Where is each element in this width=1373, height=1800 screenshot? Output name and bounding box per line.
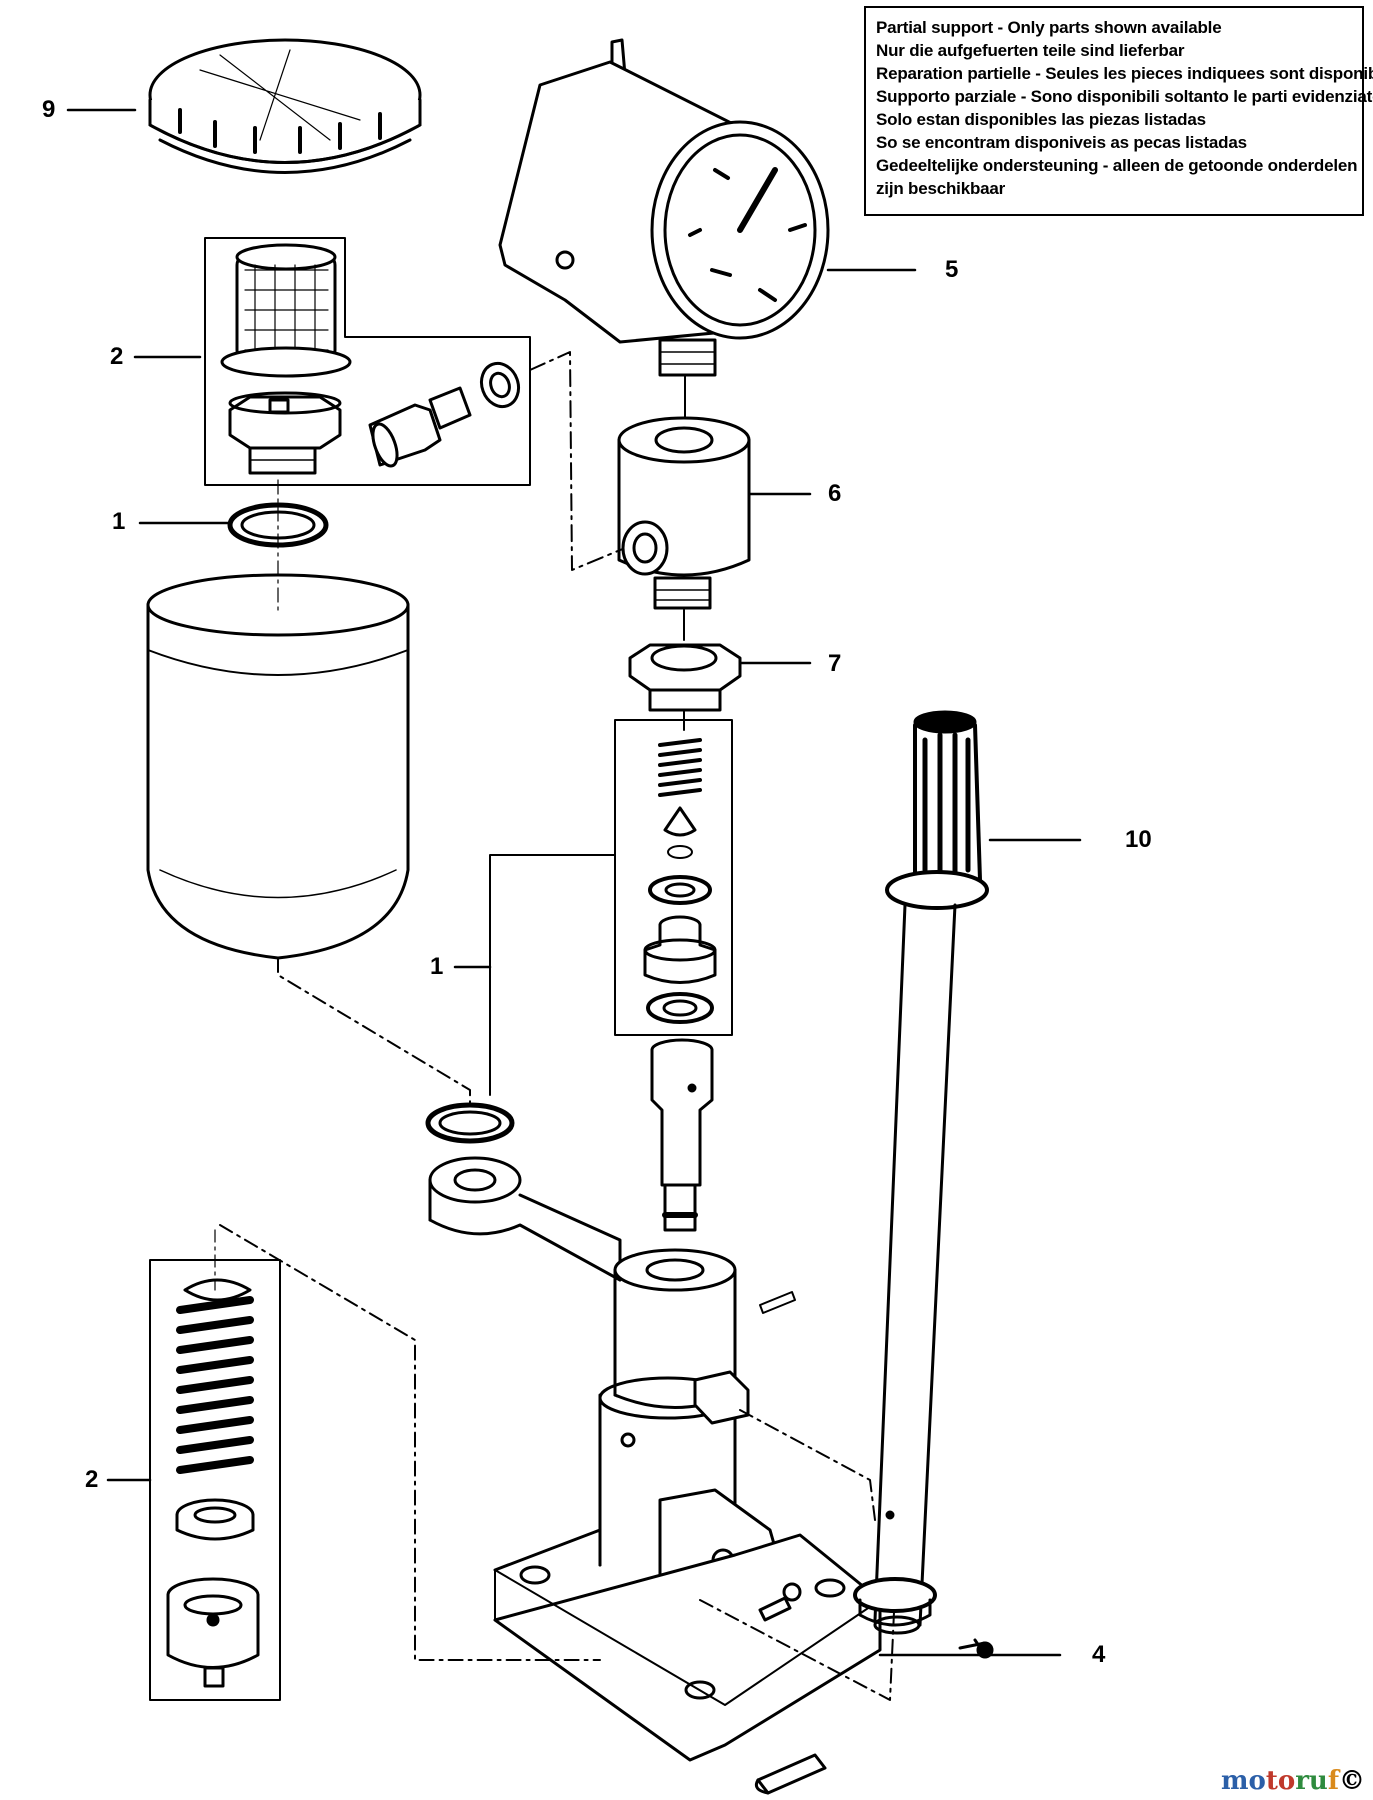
callout-leaders — [66, 108, 1082, 1657]
callout-6: 6 — [828, 480, 842, 507]
notice-line-pt: So se encontram disponiveis as pecas lis… — [876, 133, 1247, 152]
hose-clamp — [853, 1577, 937, 1627]
part-2-filter-kit — [204, 237, 531, 486]
callout-5: 5 — [945, 256, 959, 283]
reservoir-bowl — [146, 479, 410, 960]
callout-9: 9 — [42, 96, 56, 123]
leader-dash-spring-to-body — [219, 1224, 601, 1661]
notice-line-fr: Reparation partielle - Seules les pieces… — [876, 64, 1373, 83]
part-7-hex-nut — [628, 643, 742, 731]
callout-7: 7 — [828, 650, 842, 677]
callout-2-bottom: 2 — [85, 1466, 99, 1493]
callout-10: 10 — [1125, 826, 1152, 853]
notice-line-nl-2: zijn beschikbaar — [876, 179, 1006, 198]
motoruf-watermark: motoruf© — [1220, 1766, 1365, 1796]
leader-bracket-1-mid — [489, 854, 616, 1096]
notice-line-de: Nur die aufgefuerten teile sind lieferba… — [876, 41, 1185, 60]
partial-support-notice: Partial support - Only parts shown avail… — [864, 6, 1373, 216]
callout-4: 4 — [1092, 1641, 1106, 1668]
leader-dash-2-to-6 — [529, 351, 626, 571]
copyright-icon: © — [1339, 1766, 1365, 1796]
part-5-pressure-gauge — [498, 38, 830, 421]
notice-line-nl: Gedeeltelijke ondersteuning - alleen de … — [876, 156, 1358, 175]
notice-line-en: Partial support - Only parts shown avail… — [876, 18, 1222, 37]
part-9-cap — [148, 38, 422, 174]
callout-1-top: 1 — [112, 508, 126, 535]
part-1-o-ring-top — [227, 502, 329, 548]
plunger — [650, 1038, 714, 1232]
part-4-pump-body — [428, 1156, 994, 1795]
leader-dash-bowl-to-ring — [277, 957, 471, 1121]
leader-dash-body-to-clamp — [699, 1409, 896, 1701]
part-1-valve-kit — [614, 719, 733, 1036]
part-6-adapter — [617, 416, 751, 641]
callout-1-mid: 1 — [430, 953, 444, 980]
part-10-handle — [873, 710, 989, 1635]
notice-line-es: Solo estan disponibles las piezas listad… — [876, 110, 1206, 129]
part-2-spring-kit — [149, 1229, 281, 1701]
callout-2-top: 2 — [110, 343, 124, 370]
o-ring-lever — [425, 1102, 515, 1144]
notice-line-it: Supporto parziale - Sono disponibili sol… — [876, 87, 1373, 106]
